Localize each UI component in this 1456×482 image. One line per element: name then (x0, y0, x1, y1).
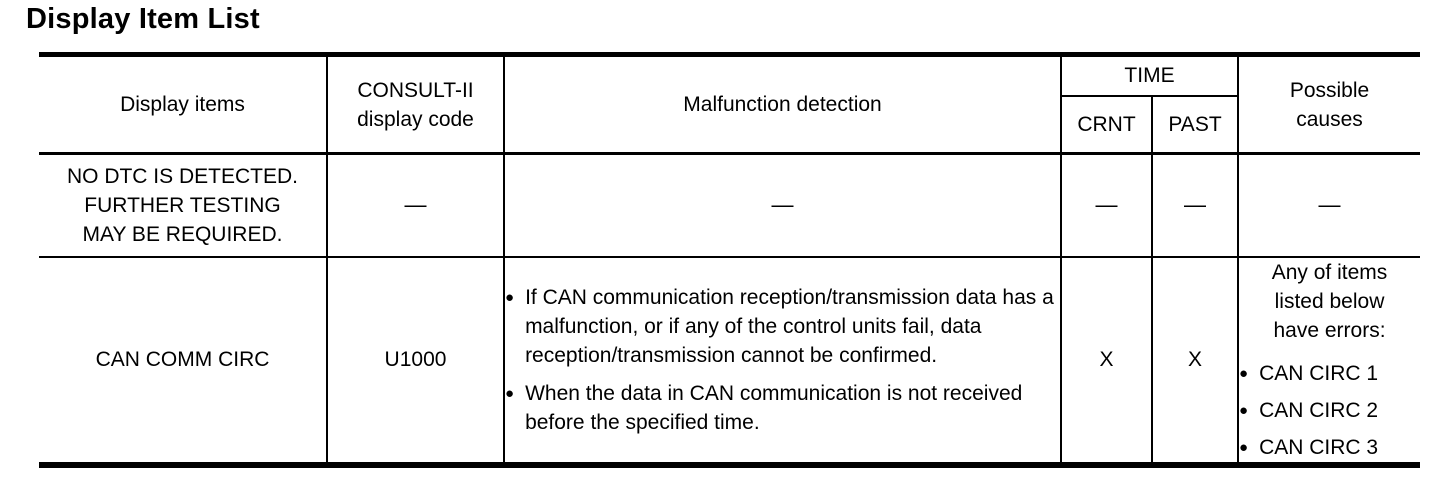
possible-cause-item: ● CAN CIRC 2 (1239, 396, 1420, 425)
cell-crnt: — (1060, 153, 1152, 258)
possible-cause-text: CAN CIRC 2 (1259, 398, 1379, 422)
dash-value: — (1184, 192, 1206, 218)
cell-past: X (1150, 256, 1239, 465)
col-header-display-items: Display items (39, 54, 327, 155)
table-row: NO DTC IS DETECTED. FURTHER TESTING MAY … (39, 153, 1421, 258)
cell-possible-causes: Any of items listed below have errors: ●… (1237, 256, 1421, 465)
header-row-bottom: CRNT PAST (39, 95, 1420, 155)
dash-value: — (404, 192, 427, 218)
dash-value: — (771, 192, 794, 218)
malfunction-bullet-text: If CAN communication reception/transmiss… (525, 285, 1054, 367)
col-header-time: TIME (1059, 54, 1239, 97)
cell-display-item: NO DTC IS DETECTED. FURTHER TESTING MAY … (39, 153, 327, 258)
col-header-possible-causes: Possible causes (1237, 54, 1421, 155)
dash-value: — (1095, 192, 1118, 218)
table-row: CAN COMM CIRC U1000 ● If CAN communicati… (39, 256, 1421, 465)
cell-past: — (1150, 153, 1239, 258)
dash-value: — (1318, 192, 1341, 218)
bullet-icon: ● (505, 288, 515, 306)
malfunction-bullet-text: When the data in CAN communication is no… (525, 381, 1023, 434)
cell-possible-causes: — (1237, 153, 1421, 258)
cell-display-item: CAN COMM CIRC (95, 348, 270, 371)
col-header-past: PAST (1150, 95, 1239, 155)
cell-crnt: X (1060, 256, 1152, 465)
col-header-crnt: CRNT (1060, 95, 1152, 155)
table-header: Display items CONSULT-II display code Ma… (39, 54, 1421, 155)
header-row-top: Display items CONSULT-II display code Ma… (39, 54, 1421, 155)
bullet-icon: ● (505, 384, 515, 402)
col-header-malfunction-detection: Malfunction detection (503, 54, 1061, 155)
bullet-icon: ● (1239, 401, 1249, 419)
malfunction-bullet-item: ● When the data in CAN communication is … (505, 379, 1060, 437)
possible-cause-item: ● CAN CIRC 3 (1239, 433, 1420, 462)
cell-consult-code: U1000 (326, 256, 504, 465)
cell-consult-code: — (326, 153, 504, 258)
cell-malfunction-detection: ● If CAN communication reception/transmi… (503, 256, 1061, 465)
possible-cause-text: CAN CIRC 3 (1259, 435, 1379, 459)
possible-cause-item: ● CAN CIRC 1 (1239, 359, 1420, 388)
possible-causes-intro: Any of items listed below have errors: (1271, 260, 1388, 342)
display-item-table: Display items CONSULT-II display code Ma… (39, 52, 1421, 468)
page-title: Display Item List (26, 3, 260, 35)
col-header-consult-code: CONSULT-II display code (326, 54, 504, 155)
possible-cause-text: CAN CIRC 1 (1259, 361, 1379, 385)
bullet-icon: ● (1239, 364, 1249, 382)
cell-malfunction-detection: — (503, 153, 1061, 258)
bullet-icon: ● (1239, 438, 1249, 456)
malfunction-bullet-item: ● If CAN communication reception/transmi… (505, 283, 1060, 370)
